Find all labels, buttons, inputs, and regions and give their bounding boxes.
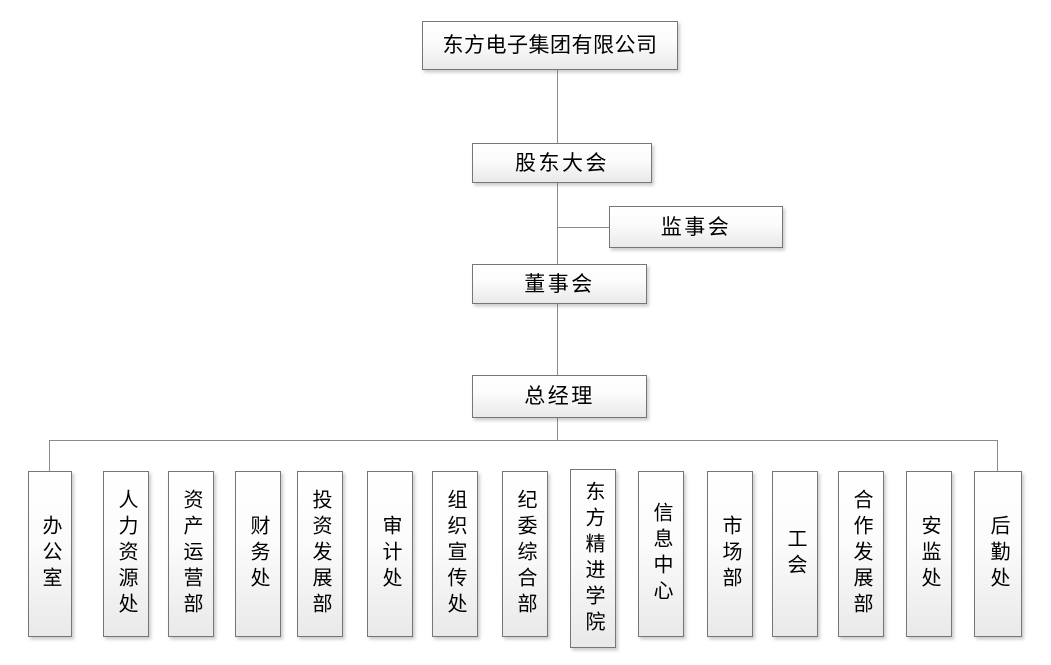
node-dept-audit: 审计处 (367, 471, 413, 637)
connector-board-to-gm (557, 304, 558, 375)
connector-root-to-shareholders (557, 70, 558, 143)
connector-branch-supervisory (557, 227, 609, 228)
node-dept-jingjin-academy: 东方精进学院 (570, 469, 616, 648)
node-dept-information-center: 信息中心 (638, 471, 684, 637)
node-dept-logistics: 后勤处 (974, 471, 1022, 637)
node-company: 东方电子集团有限公司 (422, 21, 678, 70)
connector-shareholders-to-board (557, 183, 558, 264)
node-dept-organization-publicity: 组织宣传处 (432, 471, 478, 637)
connector-departments-bus (49, 440, 998, 441)
node-board-of-directors: 董事会 (472, 264, 647, 304)
node-dept-cooperation-development: 合作发展部 (838, 471, 884, 637)
connector-gm-to-bus (557, 418, 558, 440)
node-dept-labor-union: 工会 (772, 471, 818, 637)
node-general-manager: 总经理 (472, 375, 647, 418)
connector-bus-right-drop (997, 440, 998, 471)
connector-bus-left-drop (49, 440, 50, 472)
node-supervisory-board: 监事会 (609, 206, 783, 248)
node-dept-finance: 财务处 (235, 471, 281, 637)
node-dept-discipline-committee: 纪委综合部 (502, 471, 548, 637)
node-dept-office: 办公室 (28, 471, 72, 637)
node-dept-asset-operations: 资产运营部 (168, 471, 214, 637)
node-shareholders-meeting: 股东大会 (472, 143, 652, 183)
node-dept-marketing: 市场部 (707, 471, 753, 637)
node-dept-investment-development: 投资发展部 (297, 471, 343, 637)
node-dept-human-resources: 人力资源处 (103, 471, 149, 637)
node-dept-safety-supervision: 安监处 (906, 471, 952, 637)
